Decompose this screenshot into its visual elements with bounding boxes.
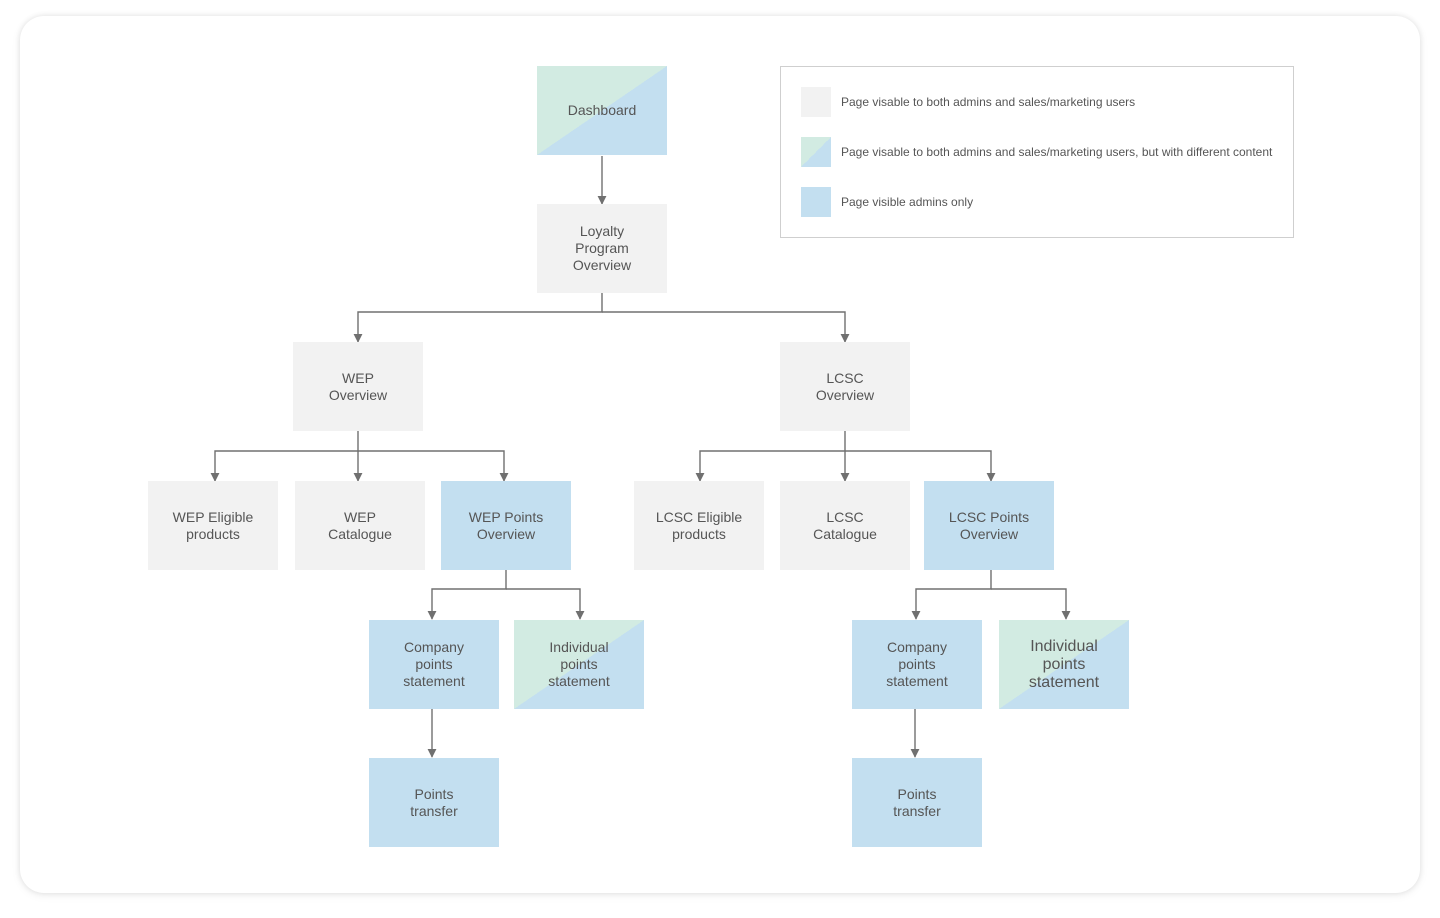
legend-item-different: Page visable to both admins and sales/ma… xyxy=(801,137,1272,167)
legend-label-both: Page visable to both admins and sales/ma… xyxy=(841,95,1136,109)
node-wep-individual-points-statement: Individual points statement xyxy=(514,620,644,709)
legend: Page visable to both admins and sales/ma… xyxy=(780,66,1294,238)
node-dashboard: Dashboard xyxy=(537,66,667,155)
node-lcsc-company-points-statement: Company points statement xyxy=(852,620,982,709)
legend-swatch-gray xyxy=(801,87,831,117)
node-lcsc-points-overview: LCSC Points Overview xyxy=(924,481,1054,570)
legend-label-different: Page visable to both admins and sales/ma… xyxy=(841,145,1273,159)
node-loyalty-program-overview: Loyalty Program Overview xyxy=(537,204,667,293)
legend-item-both: Page visable to both admins and sales/ma… xyxy=(801,87,1135,117)
legend-label-admins: Page visible admins only xyxy=(841,195,974,209)
node-wep-eligible-products: WEP Eligible products xyxy=(148,481,278,570)
node-lcsc-individual-points-statement: Individual points statement xyxy=(999,620,1129,709)
node-wep-catalogue: WEP Catalogue xyxy=(295,481,425,570)
node-wep-points-transfer: Points transfer xyxy=(369,758,499,847)
legend-swatch-split xyxy=(801,137,831,167)
node-wep-overview: WEP Overview xyxy=(293,342,423,431)
node-lcsc-eligible-products: LCSC Eligible products xyxy=(634,481,764,570)
node-lcsc-overview: LCSC Overview xyxy=(780,342,910,431)
node-lcsc-catalogue: LCSC Catalogue xyxy=(780,481,910,570)
legend-item-admins: Page visible admins only xyxy=(801,187,973,217)
legend-swatch-blue xyxy=(801,187,831,217)
node-lcsc-points-transfer: Points transfer xyxy=(852,758,982,847)
node-wep-company-points-statement: Company points statement xyxy=(369,620,499,709)
node-wep-points-overview: WEP Points Overview xyxy=(441,481,571,570)
